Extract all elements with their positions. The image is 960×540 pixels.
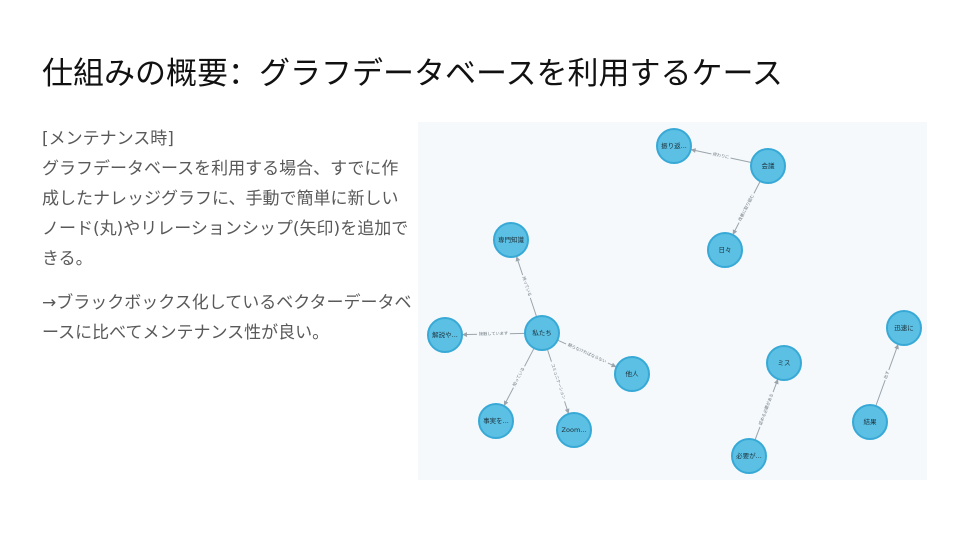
node-circle[interactable] [731,438,767,474]
edge-label-background [882,368,892,382]
node-label: 会議 [762,161,776,170]
edge-label-background [710,151,732,161]
graph-node-hibi[interactable]: 日々 [707,232,743,268]
graph-node-senmon[interactable]: 専門知識 [493,222,529,258]
node-circle[interactable] [614,356,650,392]
graph-edge[interactable]: 知っている [503,347,535,407]
node-label: Zoom... [562,426,587,434]
node-circle[interactable] [750,148,786,184]
graph-node-furikaeri[interactable]: 振り返... [656,128,692,164]
edge-arrowhead [732,229,738,235]
node-label: 他人 [626,369,640,378]
graph-edge[interactable]: 出す [875,343,899,407]
edge-label: 知っている [511,366,527,388]
edge-arrowhead [690,148,697,153]
edge-label-background [477,330,510,338]
node-circle[interactable] [656,128,692,164]
node-label: 日々 [719,246,732,254]
graph-node-kaisetsu[interactable]: 解説や... [427,317,463,353]
edge-label-background [510,364,528,390]
graph-node-misu[interactable]: ミス [766,345,802,381]
node-circle[interactable] [766,345,802,381]
graph-edge[interactable]: 改善に取り組む [732,180,761,236]
edge-label: 改善に取り組む [736,193,756,222]
graph-edge[interactable]: 頼らなければならない [557,339,617,368]
node-circle[interactable] [852,404,888,440]
graph-node-tanin[interactable]: 他人 [614,356,650,392]
edge-label: 接触しています [479,330,508,338]
edge-label-background [548,360,568,403]
graph-node-zoom[interactable]: Zoom... [556,412,592,448]
node-label: 私たち [532,328,552,337]
node-label: 専門知識 [498,235,525,244]
node-circle[interactable] [493,222,529,258]
edge-arrowhead [894,343,899,350]
node-label: 結果 [864,417,878,426]
edge-label: 認める必要がある [757,392,775,426]
graph-node-kaigi[interactable]: 会議 [750,148,786,184]
node-label: 事実を... [483,416,509,425]
node-circle[interactable] [478,403,514,439]
maintenance-paragraph: [メンテナンス時] グラフデータベースを利用する場合、すでに作成したナレッジグラ… [42,129,409,269]
edge-label-background [736,192,757,224]
node-circle[interactable] [524,315,560,351]
edge-label: 持っている [520,275,533,297]
edge-label: 出す [882,370,891,380]
graph-node-jinsoku[interactable]: 迅速に [886,310,922,346]
graph-node-jijitsu[interactable]: 事実を... [478,403,514,439]
graph-node-hitsuyou[interactable]: 必要が... [731,438,767,474]
edge-arrowhead [564,408,570,414]
graph-node-kekka[interactable]: 結果 [852,404,888,440]
node-label: 振り返... [661,141,687,150]
graph-edge[interactable]: 終わりに [690,148,752,163]
edge-label-background [564,341,610,366]
edge-label-background [519,274,534,299]
edge-label-background [757,391,776,428]
node-circle[interactable] [556,412,592,448]
knowledge-graph-panel[interactable]: 終わりに改善に取り組む持っている接触しています頼らなければならない知っている コミ… [418,122,927,480]
node-label: ミス [778,359,791,367]
node-label: 必要が... [736,451,762,460]
edge-arrowhead [774,378,779,385]
edge-arrowhead [610,362,617,368]
node-circle[interactable] [427,317,463,353]
node-label: 解説や... [432,330,458,339]
edge-label: 終わりに [712,150,730,160]
node-circle[interactable] [886,310,922,346]
comparison-paragraph: →ブラックボックス化しているベクターデータベースに比べてメンテナンス性が良い。 [42,293,412,343]
slide-title: 仕組みの概要：グラフデータベースを利用するケース [42,56,783,92]
edge-label: 頼らなければならない [567,341,608,365]
slide-body: [メンテナンス時] グラフデータベースを利用する場合、すでに作成したナレッジグラ… [42,124,414,362]
node-circle[interactable] [707,232,743,268]
edge-arrowhead [503,400,509,406]
edge-arrowhead [461,332,468,337]
graph-edge[interactable]: 持っている [515,255,538,318]
graph-edge[interactable]: 認める必要がある [754,378,779,441]
graph-edge[interactable]: 接触しています [461,330,526,338]
node-label: 迅速に [894,324,914,332]
graph-node-watashi[interactable]: 私たち [524,315,560,351]
edge-label: コミュニケーション [549,362,567,400]
graph-edge[interactable]: コミュニケーション [546,348,570,415]
edge-arrowhead [515,256,521,262]
